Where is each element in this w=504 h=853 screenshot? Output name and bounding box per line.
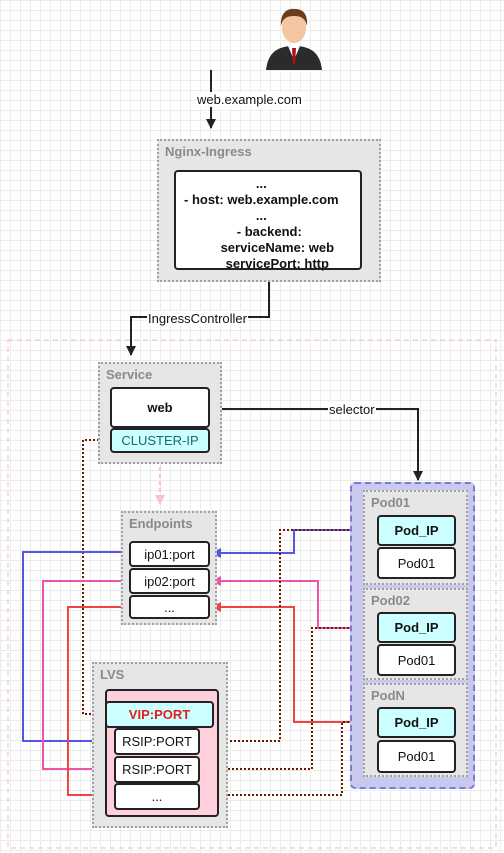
ingress-line3: ...	[255, 208, 267, 223]
pod-title: Pod01	[371, 495, 411, 510]
cluster-frame	[7, 339, 497, 849]
ingress-host-line: - host: web.example.com	[184, 192, 339, 207]
ingress-rule-box: ... - host: web.example.com ... - backen…	[174, 170, 362, 271]
pod-title: Pod02	[371, 593, 411, 608]
service-title: Service	[106, 367, 153, 382]
service-name-box: web	[110, 387, 210, 428]
pod01-to-rsip1-dotted	[200, 529, 377, 746]
podn-to-ep03-arrow	[211, 602, 377, 723]
endpoint-item: ip02:port	[129, 568, 210, 594]
domain-label: web.example.com	[196, 92, 303, 107]
ingress-backend-line: - backend:	[236, 224, 302, 239]
pod-ip-box: Pod_IP	[377, 612, 456, 643]
endpoint-item: ip01:port	[129, 541, 210, 567]
ingress-title: Nginx-Ingress	[165, 144, 252, 159]
rsip-item: ...	[114, 783, 200, 810]
selector-label: selector	[328, 402, 376, 417]
lvs-title: LVS	[100, 667, 125, 682]
selector-arrow	[222, 408, 423, 481]
pod-name-box: Pod01	[377, 740, 456, 773]
user-icon	[266, 8, 322, 70]
ingress-line1: ...	[255, 176, 267, 191]
cluster-ip-box: CLUSTER-IP	[110, 428, 210, 453]
ingress-controller-label: IngressController	[147, 311, 248, 326]
ep03-to-rsip3-arrow	[67, 606, 130, 800]
pod-title: PodN	[371, 688, 405, 703]
pod-name-box: Pod01	[377, 547, 456, 579]
vip-box: VIP:PORT	[105, 701, 214, 728]
ingress-servicename-line: serviceName: web	[220, 240, 335, 255]
ingress-serviceport-line: servicePort: http	[225, 256, 329, 271]
endpoint-item: ...	[129, 595, 210, 619]
pod-ip-box: Pod_IP	[377, 515, 456, 546]
rsip-item: RSIP:PORT	[114, 756, 200, 783]
pod-ip-box: Pod_IP	[377, 707, 456, 738]
rsip-item: RSIP:PORT	[114, 728, 200, 755]
ep02-to-rsip2-arrow	[42, 580, 130, 774]
pod-name-box: Pod01	[377, 644, 456, 676]
endpoints-title: Endpoints	[129, 516, 193, 531]
pod02-to-rsip2-dotted	[200, 627, 377, 774]
